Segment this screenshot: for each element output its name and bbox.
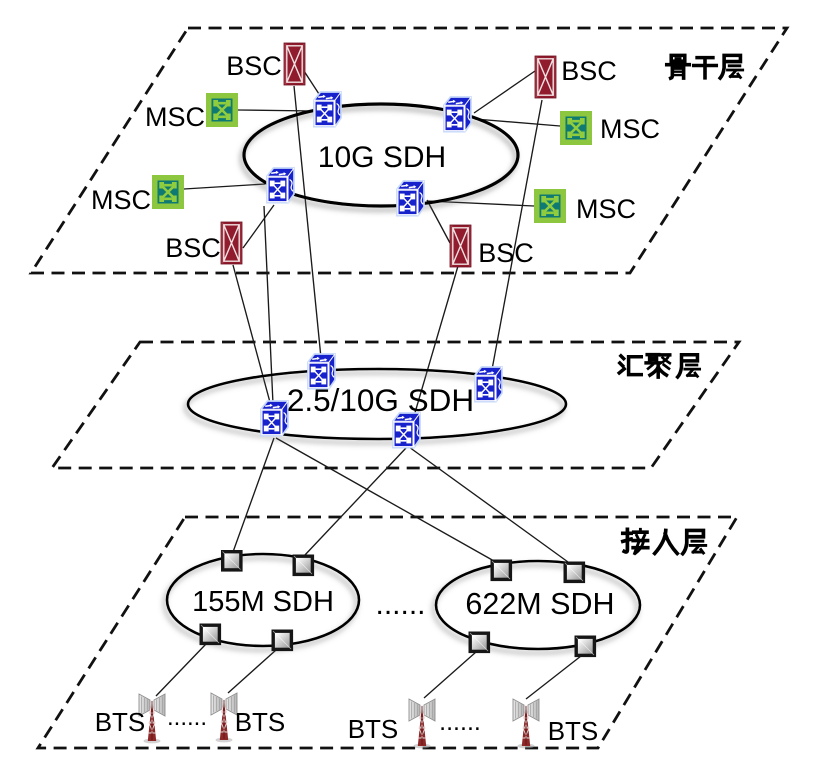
svg-text:BSC: BSC: [226, 51, 282, 81]
svg-text:MSC: MSC: [576, 194, 636, 224]
svg-text:BSC: BSC: [561, 56, 617, 86]
svg-text:622M SDH: 622M SDH: [465, 587, 614, 621]
svg-text:BTS: BTS: [348, 714, 399, 744]
svg-text:......: ......: [167, 704, 207, 731]
svg-text:BSC: BSC: [478, 238, 534, 268]
svg-text:MSC: MSC: [600, 114, 660, 144]
svg-text:BTS: BTS: [95, 707, 146, 737]
svg-text:MSC: MSC: [145, 102, 205, 132]
svg-text:2.5/10G SDH: 2.5/10G SDH: [287, 382, 474, 418]
svg-text:BTS: BTS: [235, 707, 286, 737]
svg-text:......: ......: [375, 588, 425, 621]
svg-text:MSC: MSC: [91, 185, 151, 215]
svg-text:BSC: BSC: [165, 233, 221, 263]
svg-text:......: ......: [439, 708, 481, 736]
svg-text:10G SDH: 10G SDH: [318, 141, 446, 174]
svg-text:155M SDH: 155M SDH: [192, 586, 334, 618]
svg-text:BTS: BTS: [548, 716, 599, 746]
